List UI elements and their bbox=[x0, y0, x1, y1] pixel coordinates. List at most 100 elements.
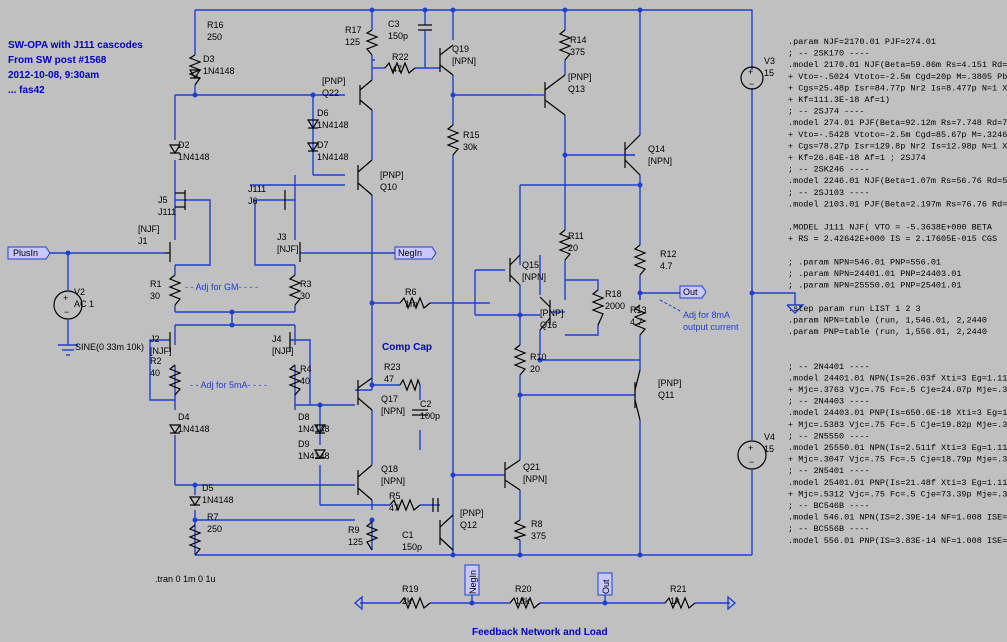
label-d3-0: D3 bbox=[203, 54, 215, 64]
label-d5-1: 1N4148 bbox=[202, 495, 234, 505]
label-q11-0: [PNP] bbox=[658, 378, 682, 388]
vsource-v3: +− bbox=[740, 66, 764, 90]
label-r2-1: 40 bbox=[150, 368, 160, 378]
label-r17-0: R17 bbox=[345, 25, 362, 35]
label-r12-0: R12 bbox=[660, 249, 677, 259]
bjt-q18 bbox=[357, 464, 373, 501]
label-r21-1: 1k bbox=[670, 596, 680, 606]
diode-d9 bbox=[313, 449, 327, 460]
label-r19-0: R19 bbox=[402, 584, 419, 594]
components: +− +− +− bbox=[53, 24, 805, 610]
spice-line: ; .param NPN=24401.01 PNP=24403.01 bbox=[788, 269, 961, 279]
spice-line: .model 2246.01 NJF(Beta=1.07m Rs=56.76 R… bbox=[788, 176, 1007, 186]
spice-line: ; -- BC546B ---- bbox=[788, 501, 870, 511]
svg-text:−: − bbox=[64, 307, 69, 317]
plusin-flag bbox=[7, 246, 51, 260]
label-v3-0: V3 bbox=[764, 56, 775, 66]
svg-text:+: + bbox=[748, 67, 753, 77]
svg-text:−: − bbox=[749, 79, 754, 89]
bjt-q14 bbox=[624, 134, 641, 176]
spice-line: ; -- 2SJ103 ---- bbox=[788, 188, 870, 198]
header-block: SW-OPA with J111 cascodes From SW post #… bbox=[8, 40, 143, 96]
label-r20-1: 18k bbox=[515, 596, 530, 606]
label-v2-1: AC 1 bbox=[74, 299, 94, 309]
label-r20-0: R20 bbox=[515, 584, 532, 594]
label-q12-0: [PNP] bbox=[460, 508, 484, 518]
junctions bbox=[65, 7, 755, 606]
label-d2-0: D2 bbox=[178, 140, 190, 150]
net-labels: PlusIn NegIn Out Out NegIn bbox=[7, 246, 707, 596]
label-r23-1: 47 bbox=[384, 374, 394, 384]
label-d9-0: D9 bbox=[298, 439, 310, 449]
resistor-r1 bbox=[168, 274, 182, 306]
label-q13-0: [PNP] bbox=[568, 72, 592, 82]
spice-line: + Kf=26.64E-18 Af=1 ; 2SJ74 bbox=[788, 153, 926, 163]
label-q17-0: Q17 bbox=[381, 394, 398, 404]
spice-line: ; -- 2SJ74 ---- bbox=[788, 107, 865, 117]
spice-line: .model 546.01 NPN(IS=2.39E-14 NF=1.008 I… bbox=[788, 513, 1007, 523]
label-r17-1: 125 bbox=[345, 37, 360, 47]
resistor-r3 bbox=[288, 274, 302, 306]
svg-text:+: + bbox=[748, 443, 753, 453]
label-v2-0: V2 bbox=[74, 287, 85, 297]
label-r16-1: 250 bbox=[207, 32, 222, 42]
label-d7-1: 1N4148 bbox=[317, 152, 349, 162]
header-line-1: SW-OPA with J111 cascodes bbox=[8, 40, 143, 51]
label-d3-1: 1N4148 bbox=[203, 66, 235, 76]
resistor-r2 bbox=[168, 364, 182, 396]
spice-line: + Vto=-.5024 Vtoto=-2.5m Cgd=20p M=.3805… bbox=[788, 72, 1007, 82]
plusin-label: PlusIn bbox=[13, 248, 38, 258]
label-q19-1: [NPN] bbox=[452, 56, 476, 66]
jfet-j1 bbox=[165, 242, 171, 262]
bjt-q13 bbox=[530, 74, 566, 116]
resistor-r10 bbox=[513, 344, 527, 376]
comment-adj-gm: - - Adj for GM- - - - bbox=[185, 282, 258, 292]
label-r7-1: 250 bbox=[207, 524, 222, 534]
resistor-r13 bbox=[633, 304, 647, 336]
source-spec: SINE(0 33m 10k) bbox=[75, 342, 144, 352]
label-q18-1: [NPN] bbox=[381, 476, 405, 486]
label-r4-0: R4 bbox=[300, 364, 312, 374]
comment-adj-5ma: - - Adj for 5mA- - - - bbox=[190, 380, 267, 390]
label-j4-1: [NJF] bbox=[272, 346, 294, 356]
diode-d7 bbox=[306, 142, 320, 153]
label-q16-1: Q16 bbox=[540, 320, 557, 330]
label-q22-0: [PNP] bbox=[322, 76, 346, 86]
label-j2-1: [NJF] bbox=[150, 346, 172, 356]
label-q15-1: [NPN] bbox=[522, 272, 546, 282]
resistor-r15 bbox=[446, 124, 460, 156]
label-r19-1: 2k bbox=[402, 596, 412, 606]
label-q10-1: Q10 bbox=[380, 182, 397, 192]
comments: - - Adj for GM- - - - - - Adj for 5mA- -… bbox=[75, 282, 739, 638]
resistor-r17 bbox=[365, 29, 379, 56]
spice-line: ; -- BC556B ---- bbox=[788, 524, 870, 534]
spice-line: ; -- 2N5550 ---- bbox=[788, 431, 870, 441]
label-q17-1: [NPN] bbox=[381, 406, 405, 416]
spice-line: + Mjc=.3763 Vjc=.75 Fc=.5 Cje=24.07p Mje… bbox=[788, 385, 1007, 395]
spice-line: + Mjc=.5383 Vjc=.75 Fc=.5 Cje=19.82p Mje… bbox=[788, 420, 1007, 430]
label-j5-0: J5 bbox=[158, 195, 168, 205]
label-v4-0: V4 bbox=[764, 432, 775, 442]
label-q10-0: [PNP] bbox=[380, 170, 404, 180]
label-r3-1: 30 bbox=[300, 291, 310, 301]
resistor-r6 bbox=[399, 296, 431, 310]
comment-adj-8ma-1: Adj for 8mA bbox=[683, 310, 730, 320]
label-r9-0: R9 bbox=[348, 525, 360, 535]
out-label: Out bbox=[683, 287, 698, 297]
label-c2-0: C2 bbox=[420, 399, 432, 409]
spice-line: + RS = 2.42642E+000 IS = 2.17605E-015 CG… bbox=[788, 234, 997, 244]
label-c3-0: C3 bbox=[388, 19, 400, 29]
spice-line: ; -- 2N5401 ---- bbox=[788, 466, 870, 476]
spice-line: ; -- 2SK246 ---- bbox=[788, 165, 870, 175]
label-j1-1: J1 bbox=[138, 236, 148, 246]
label-c1-0: C1 bbox=[402, 530, 414, 540]
component-labels: R16250R17125C3150pR2247Q19[NPN]R14375[PN… bbox=[74, 19, 775, 606]
label-j1-0: [NJF] bbox=[138, 224, 160, 234]
out-flag-2 bbox=[597, 572, 613, 596]
ground-symbol-right bbox=[786, 304, 805, 314]
label-r9-1: 125 bbox=[348, 537, 363, 547]
capacitor-c2 bbox=[412, 409, 428, 416]
spice-line: ; -- 2N4403 ---- bbox=[788, 397, 870, 407]
